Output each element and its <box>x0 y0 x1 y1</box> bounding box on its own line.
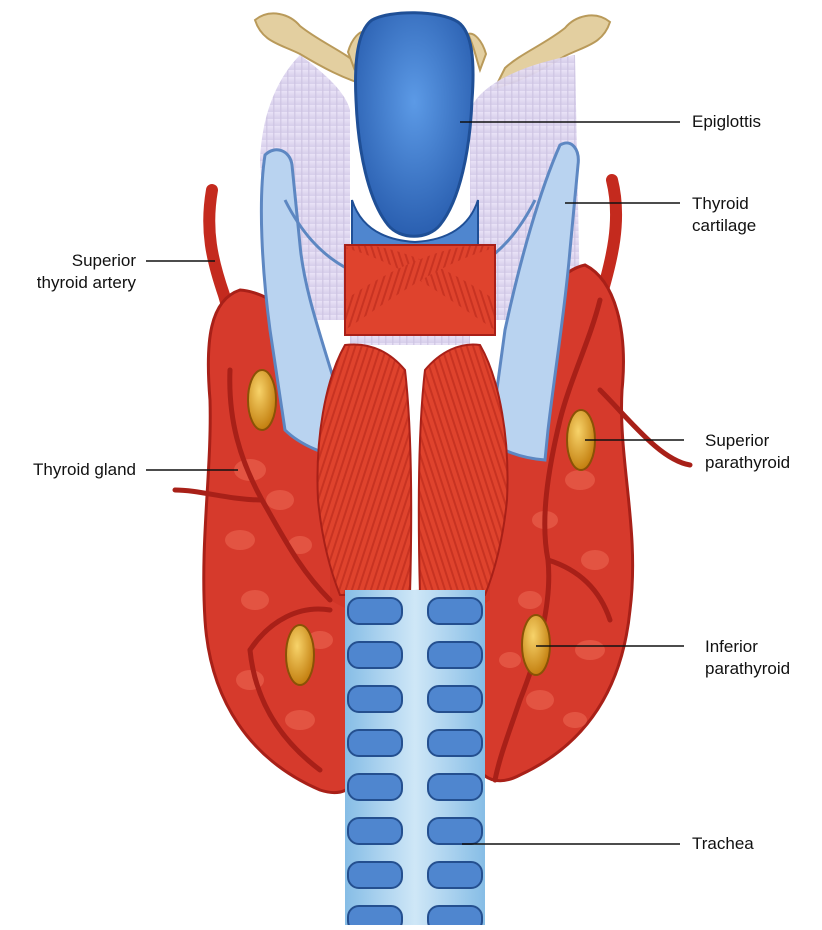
trachea-label: Trachea <box>692 833 754 855</box>
left-inferior-parathyroid <box>286 625 314 685</box>
tracheal-ring-right <box>428 730 482 756</box>
superior-parathyroid-label: Superior parathyroid <box>705 430 790 474</box>
strap-muscles <box>317 344 507 595</box>
tracheal-ring-right <box>428 686 482 712</box>
trachea <box>345 590 485 925</box>
epiglottis-label: Epiglottis <box>692 111 761 133</box>
tracheal-ring-left <box>348 906 402 925</box>
tracheal-ring-right <box>428 818 482 844</box>
tracheal-ring-left <box>348 818 402 844</box>
tracheal-ring-right <box>428 774 482 800</box>
tracheal-ring-left <box>348 862 402 888</box>
tracheal-ring-left <box>348 598 402 624</box>
tracheal-ring-right <box>428 598 482 624</box>
tracheal-ring-right <box>428 642 482 668</box>
tracheal-ring-right <box>428 862 482 888</box>
right-inferior-parathyroid <box>522 615 550 675</box>
tracheal-ring-left <box>348 642 402 668</box>
inferior-parathyroid-label: Inferior parathyroid <box>705 636 790 680</box>
tracheal-ring-left <box>348 730 402 756</box>
left-superior-parathyroid <box>248 370 276 430</box>
thyroid-gland-label: Thyroid gland <box>0 459 136 481</box>
tracheal-ring-right <box>428 906 482 925</box>
cricothyroid-muscles <box>345 245 495 335</box>
superior-thyroid-artery-label: Superior thyroid artery <box>0 250 136 294</box>
epiglottis <box>352 13 478 250</box>
tracheal-ring-left <box>348 686 402 712</box>
thyroid-cartilage-label: Thyroid cartilage <box>692 193 756 237</box>
tracheal-ring-left <box>348 774 402 800</box>
